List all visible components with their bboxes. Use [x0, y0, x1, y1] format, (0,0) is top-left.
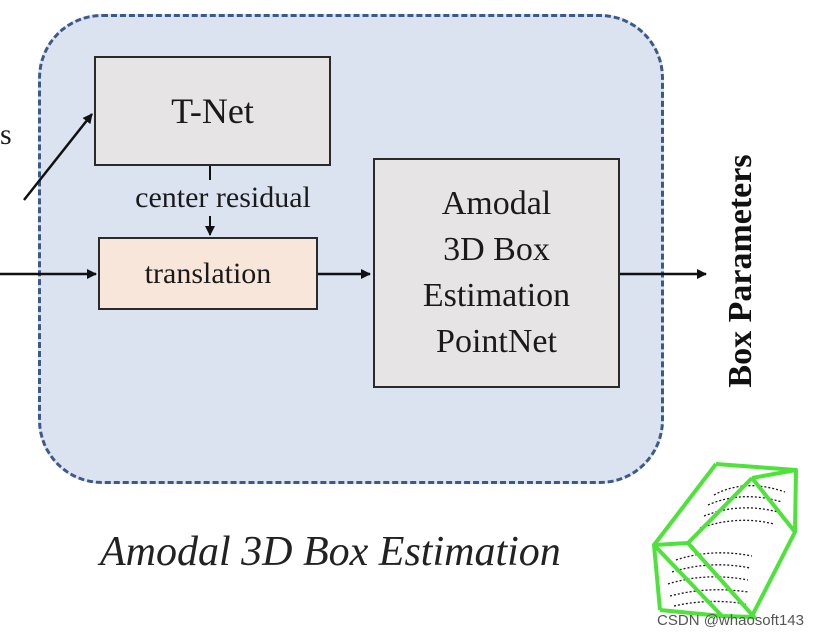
- diagram-caption: Amodal 3D Box Estimation: [100, 529, 561, 575]
- amodal-node-line-3: Estimation: [422, 277, 571, 314]
- input-to-tnet-arrow: [23, 113, 93, 201]
- amodal-node-label: Amodal 3D Box Estimation PointNet: [423, 181, 570, 365]
- cutoff-text: s: [0, 118, 12, 151]
- amodal-node-line-1: Amodal: [441, 185, 552, 222]
- tnet-node: T-Net: [94, 56, 331, 166]
- green-3d-box-wireframe: [652, 462, 798, 619]
- center-residual-label: center residual: [118, 180, 328, 216]
- amodal-box-estimation-pointnet-node: Amodal 3D Box Estimation PointNet: [373, 158, 620, 388]
- amodal-node-line-4: PointNet: [436, 323, 557, 360]
- translation-node: translation: [98, 237, 318, 310]
- tnet-label: T-Net: [171, 91, 254, 131]
- amodal-node-line-2: 3D Box: [443, 231, 550, 268]
- translation-label: translation: [144, 256, 272, 290]
- csdn-watermark: CSDN @whaosoft143: [657, 612, 804, 629]
